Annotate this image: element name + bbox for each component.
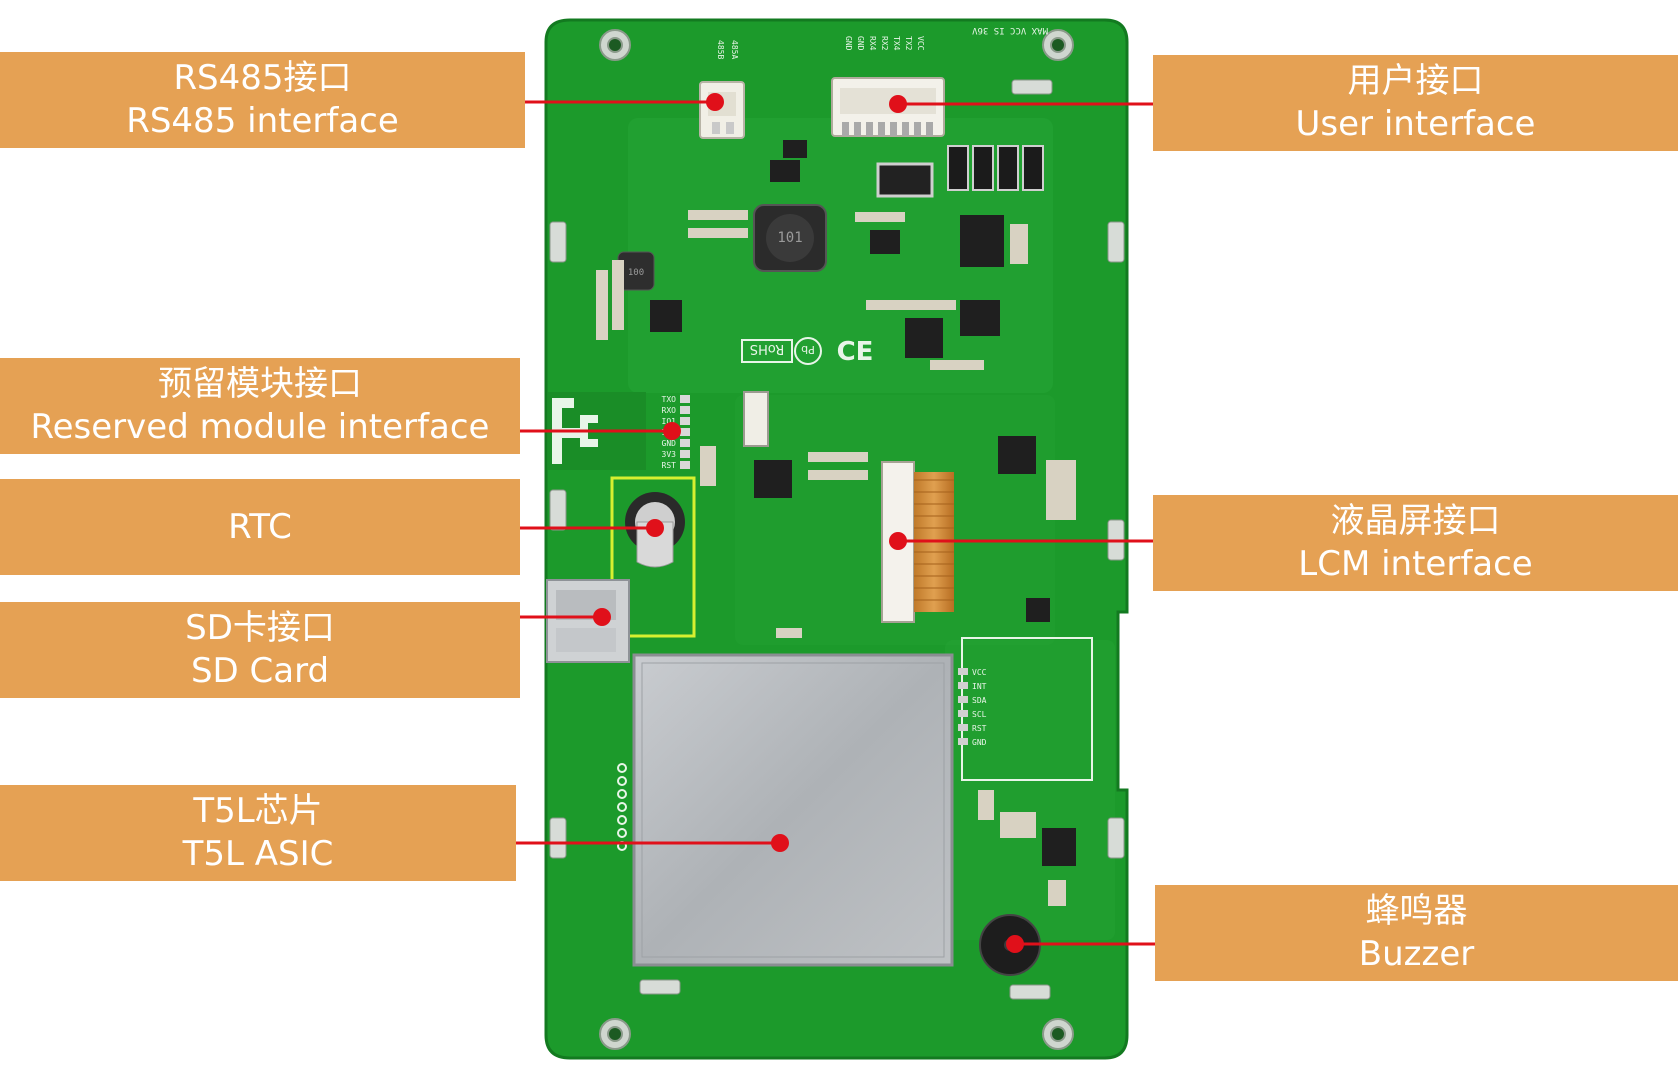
inductor-marking: 101	[777, 230, 802, 246]
mounting-hole-bottom-right	[1042, 1018, 1074, 1050]
rohs-mark: RoHS	[750, 341, 784, 356]
touch-pin-4: SCL	[972, 710, 987, 719]
test-pad-column	[617, 763, 627, 851]
label-buzzer: 蜂鸣器 Buzzer	[1155, 885, 1678, 981]
module-pin-7: RST	[662, 461, 677, 470]
label-user-zh: 用户接口	[1347, 61, 1484, 101]
label-user-en: User interface	[1295, 104, 1536, 144]
touch-header	[958, 637, 1093, 781]
module-pin-1: TXO	[662, 395, 677, 404]
module-pin-2: RXO	[662, 406, 677, 415]
pb-mark: Pb	[801, 343, 815, 356]
mounting-hole-top-right	[1042, 29, 1074, 61]
module-pin-6: 3V3	[662, 450, 677, 459]
label-lcm-en: LCM interface	[1298, 544, 1533, 584]
label-lcm-interface: 液晶屏接口 LCM interface	[1153, 495, 1678, 591]
rs485-connector	[699, 81, 745, 139]
user-pin-labels: GND GND RX4 RX2 TX4 TX2 VCC	[844, 36, 925, 51]
label-reserved-zh: 预留模块接口	[158, 364, 362, 404]
module-pin-5: GND	[662, 439, 677, 448]
small-inductor-marking: 100	[628, 268, 644, 278]
rs485-pin-a: 485A	[730, 40, 739, 59]
edge-clips	[549, 79, 1125, 1000]
user-pin-6: TX2	[904, 36, 913, 51]
pointer-dots	[593, 93, 1024, 953]
label-rs485-zh: RS485接口	[173, 58, 352, 98]
label-buzzer-zh: 蜂鸣器	[1365, 891, 1468, 931]
label-rtc-en: RTC	[228, 506, 292, 547]
label-t5l-en: T5L ASIC	[182, 834, 334, 874]
touch-pin-2: INT	[972, 682, 987, 691]
touch-pin-1: VCC	[972, 668, 987, 677]
user-pin-3: RX4	[868, 36, 877, 51]
label-rs485-en: RS485 interface	[126, 101, 399, 141]
power-inductor: 101	[753, 204, 827, 272]
copper-pour-bottom	[945, 640, 1115, 940]
sd-card-slot	[546, 579, 630, 663]
pointer-lines	[516, 100, 1155, 946]
t5l-shield-can	[632, 653, 954, 967]
label-reserved-module: 预留模块接口 Reserved module interface	[0, 358, 520, 454]
user-pin-4: RX2	[880, 36, 889, 51]
label-sd-en: SD Card	[190, 651, 330, 691]
label-t5l-asic: T5L芯片 T5L ASIC	[0, 785, 516, 881]
label-user-interface: 用户接口 User interface	[1153, 55, 1678, 151]
mounting-hole-top-left	[599, 29, 631, 61]
small-fpc-connector	[743, 391, 769, 447]
touch-pin-6: GND	[972, 738, 987, 747]
rs485-pin-b: 485B	[716, 40, 725, 59]
compliance-marks: RoHS Pb CE	[741, 337, 874, 367]
smd-components	[596, 210, 1076, 906]
user-pin-5: TX4	[892, 36, 901, 51]
touch-pin-3: SDA	[972, 696, 987, 705]
diode-array	[947, 145, 1044, 191]
label-reserved-en: Reserved module interface	[30, 407, 490, 447]
module-pin-3: IO1	[662, 417, 677, 426]
copper-pour-top	[628, 118, 1053, 393]
label-lcm-zh: 液晶屏接口	[1330, 501, 1501, 541]
user-interface-connector	[831, 77, 945, 137]
user-pin-7: VCC	[916, 36, 925, 51]
diode-large	[876, 162, 934, 198]
label-sd-zh: SD卡接口	[185, 608, 335, 648]
label-rs485: RS485接口 RS485 interface	[0, 52, 525, 148]
user-pin-2: GND	[856, 36, 865, 51]
mounting-hole-bottom-left	[599, 1018, 631, 1050]
silkscreen-max-vcc: MAX VCC IS 36V	[971, 25, 1047, 35]
rs485-pin-labels: 485B 485A	[716, 40, 739, 59]
label-buzzer-en: Buzzer	[1358, 934, 1475, 974]
ce-mark: CE	[837, 337, 874, 367]
ic-chips	[650, 140, 1076, 866]
label-rtc: RTC	[0, 479, 520, 575]
label-t5l-zh: T5L芯片	[193, 791, 323, 831]
touch-pin-labels: VCC INT SDA SCL RST GND	[972, 668, 987, 747]
label-sd-card: SD卡接口 SD Card	[0, 602, 520, 698]
user-pin-1: GND	[844, 36, 853, 51]
touch-pin-5: RST	[972, 724, 987, 733]
